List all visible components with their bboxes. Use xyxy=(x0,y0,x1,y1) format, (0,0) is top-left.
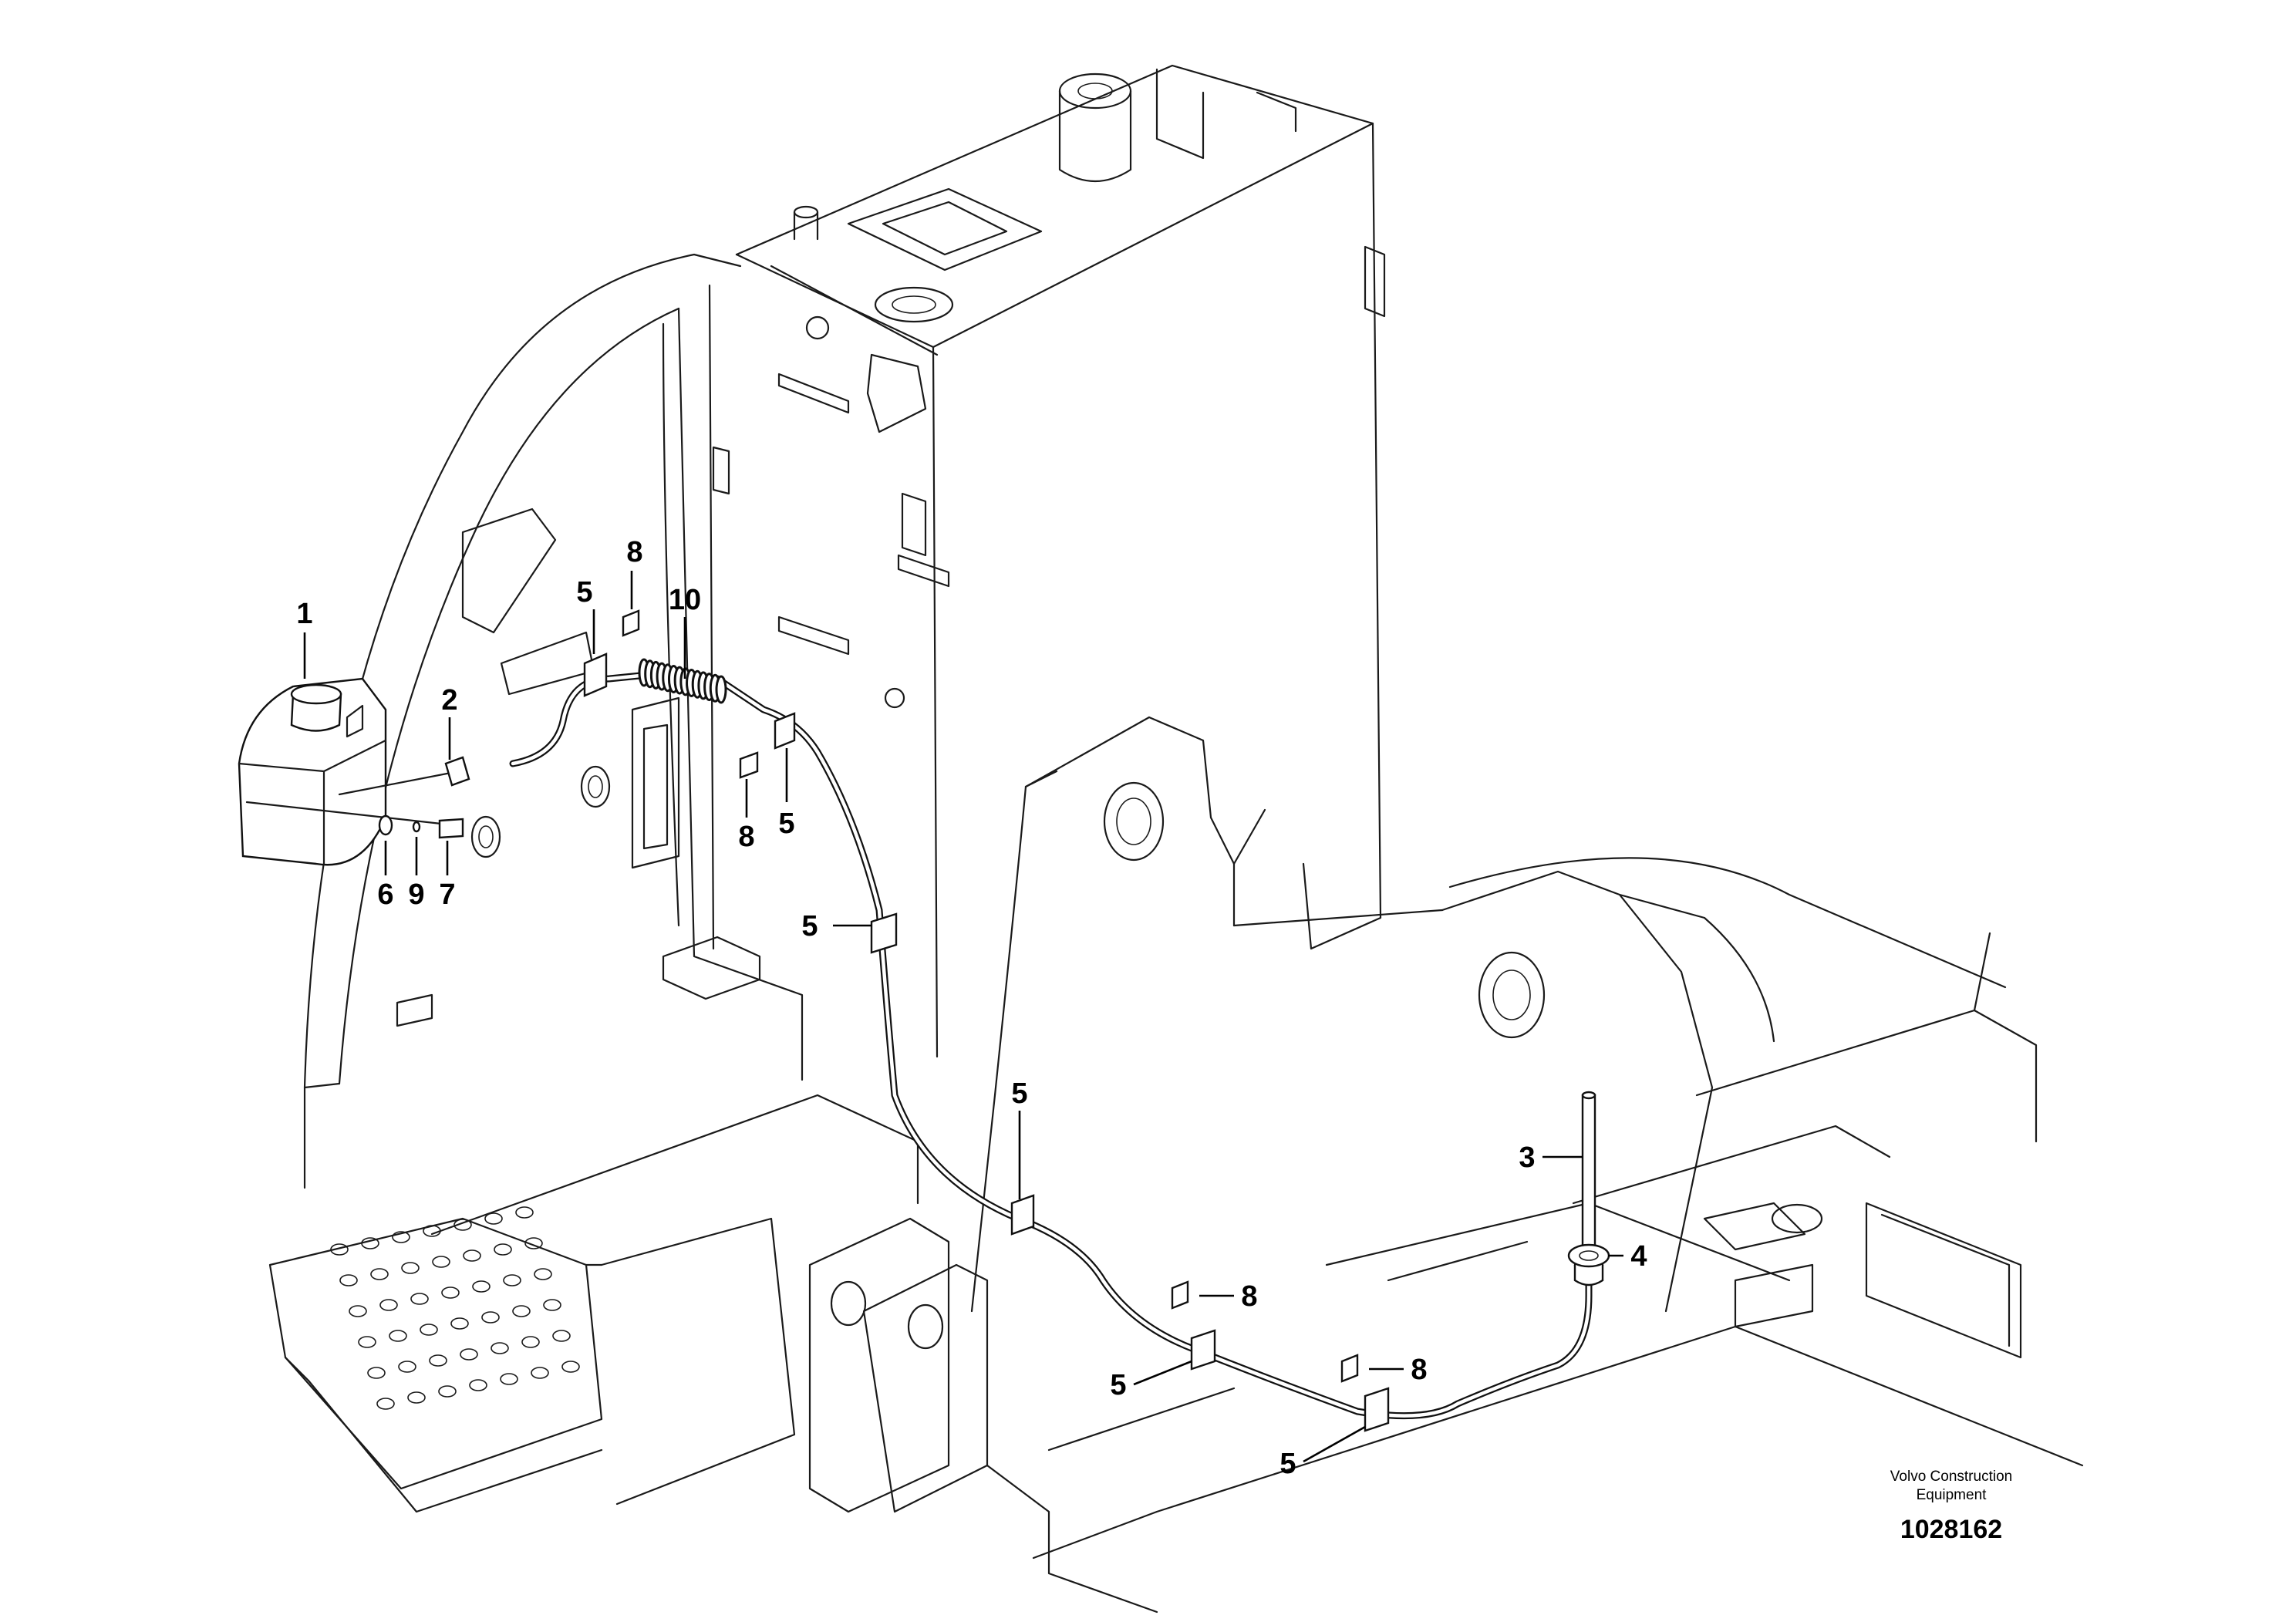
step-hole xyxy=(552,1330,571,1342)
step-hole xyxy=(500,1373,518,1385)
callout-8-c: 8 xyxy=(1241,1280,1257,1313)
protective-spiral xyxy=(638,658,727,704)
callout-3: 3 xyxy=(1519,1141,1535,1174)
cab-frame-outline xyxy=(303,253,804,1189)
step-hole xyxy=(521,1336,540,1348)
step-hole xyxy=(432,1256,450,1268)
step-hole xyxy=(358,1336,376,1348)
step-hole xyxy=(438,1385,457,1398)
step-hole xyxy=(339,1274,358,1286)
callout-4: 4 xyxy=(1630,1240,1647,1273)
washer-reservoir xyxy=(238,677,387,866)
watermark: Volvo Construction Equipment 1028162 xyxy=(1890,1469,2012,1544)
step-hole xyxy=(407,1391,426,1404)
step-hole xyxy=(463,1249,481,1262)
step-hole xyxy=(367,1367,386,1379)
boom-mount-outline xyxy=(970,716,2038,1359)
step-hole xyxy=(469,1379,487,1391)
step-hole xyxy=(515,1206,534,1219)
step-hole xyxy=(524,1237,543,1249)
callout-1: 1 xyxy=(296,598,312,630)
step-hole xyxy=(512,1305,531,1317)
step-hole xyxy=(503,1274,521,1286)
step-hole xyxy=(441,1286,460,1299)
callout-9: 9 xyxy=(408,878,424,911)
drawing-number: 1028162 xyxy=(1900,1515,2002,1544)
step-hole xyxy=(330,1243,349,1256)
step-hole xyxy=(389,1330,407,1342)
step-hole xyxy=(450,1317,469,1330)
callout-6: 6 xyxy=(377,878,393,911)
watermark-company-line2: Equipment xyxy=(1917,1487,1988,1503)
step-platform-outline xyxy=(268,1217,796,1513)
step-hole xyxy=(460,1348,478,1361)
step-hole xyxy=(410,1293,429,1305)
step-hole xyxy=(423,1225,441,1237)
step-hole xyxy=(429,1354,447,1367)
step-hole xyxy=(534,1268,552,1280)
callout-8-d: 8 xyxy=(1411,1354,1427,1386)
callout-10: 10 xyxy=(669,584,701,616)
hose-clamps xyxy=(583,653,1390,1432)
callout-5-f: 5 xyxy=(1279,1448,1296,1480)
callout-8-b: 8 xyxy=(738,821,754,853)
step-hole xyxy=(370,1268,389,1280)
step-hole xyxy=(420,1324,438,1336)
step-hole xyxy=(484,1212,503,1225)
step-hole xyxy=(398,1361,416,1373)
callout-5-e: 5 xyxy=(1110,1369,1126,1401)
callout-7: 7 xyxy=(439,878,455,911)
callout-5-d: 5 xyxy=(1011,1077,1027,1110)
step-hole xyxy=(453,1219,472,1231)
washer-hose xyxy=(245,671,1593,1420)
step-hole xyxy=(561,1361,580,1373)
step-hole xyxy=(401,1262,420,1274)
step-hole xyxy=(494,1243,512,1256)
callout-8-a: 8 xyxy=(626,536,642,568)
callout-labels: 1 2 3 4 5 5 5 5 5 5 6 7 8 8 8 8 9 10 xyxy=(296,536,1647,1480)
spiral-coil xyxy=(715,675,727,704)
step-hole xyxy=(531,1367,549,1379)
callout-5-a: 5 xyxy=(576,576,592,609)
step-hole xyxy=(376,1398,395,1410)
fasteners xyxy=(378,609,1610,1383)
hydraulic-tank-outline xyxy=(712,64,1386,1058)
watermark-company-line1: Volvo Construction xyxy=(1890,1469,2012,1485)
step-hole xyxy=(379,1299,398,1311)
frame-floor-outline xyxy=(430,1094,2084,1614)
step-hole xyxy=(349,1305,367,1317)
step-hole xyxy=(543,1299,561,1311)
step-hole xyxy=(472,1280,491,1293)
step-hole xyxy=(481,1311,500,1324)
callout-leaders xyxy=(303,571,1623,1463)
step-hole xyxy=(392,1231,410,1243)
callout-2: 2 xyxy=(441,684,457,717)
step-hole xyxy=(491,1342,509,1354)
callout-5-c: 5 xyxy=(801,910,818,943)
step-hole xyxy=(361,1237,379,1249)
callout-5-b: 5 xyxy=(778,808,794,840)
step-holes xyxy=(330,1206,580,1410)
